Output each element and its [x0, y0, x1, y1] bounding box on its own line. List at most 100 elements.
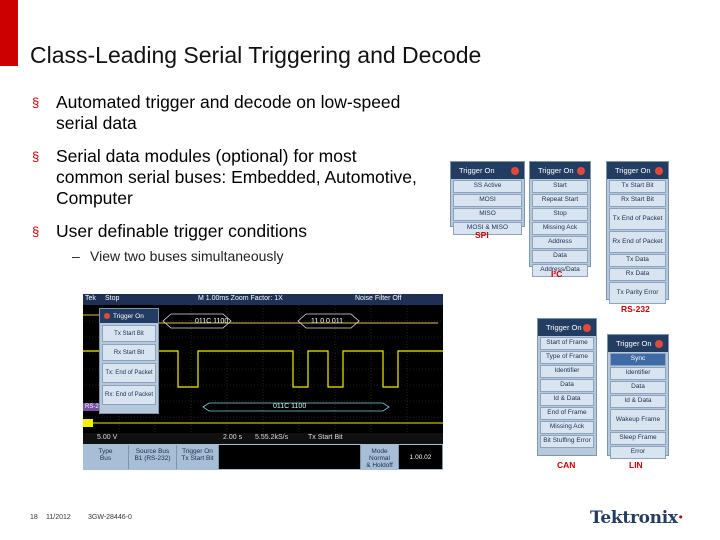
acquisition-state: Stop	[105, 295, 120, 302]
bullet-mark: §	[32, 95, 40, 110]
menu-item[interactable]: Id & Data	[610, 395, 666, 408]
decode-label: 011C 1100	[195, 318, 229, 325]
menu-item[interactable]: Identifier	[610, 367, 666, 380]
menu-item[interactable]: MOSI	[453, 194, 522, 207]
trigger-on-button[interactable]: Trigger On Tx Start Bit	[177, 445, 219, 469]
scope-brand: Tek	[85, 295, 96, 302]
menu-item[interactable]: Data	[540, 379, 594, 392]
source-bus-button[interactable]: Source Bus B1 (RS-232)	[129, 445, 177, 469]
menu-item[interactable]: Tx Parity Error	[609, 282, 666, 304]
menu-item[interactable]: Stop	[532, 208, 588, 221]
record-icon	[583, 323, 591, 332]
sample-rate: 5.55.2kS/s	[255, 434, 289, 441]
decode-label: 11 0 0 011	[311, 318, 344, 325]
bullet-mark: §	[32, 149, 40, 164]
tektronix-logo: Tektronix·	[590, 508, 684, 528]
slide-title: Class-Leading Serial Triggering and Deco…	[30, 42, 482, 68]
menu-item[interactable]: MOSI & MISO	[453, 222, 522, 235]
bullet-mark: §	[32, 224, 40, 239]
page-number: 18	[30, 514, 38, 521]
spi-trigger-menu: Trigger On SS Active MOSI MISO MOSI & MI…	[450, 161, 525, 235]
oscilloscope-screen: Tek Stop M 1.00ms Zoom Factor: 1X Noise …	[83, 294, 443, 470]
i2c-trigger-menu: Trigger On Start Repeat Start Stop Missi…	[529, 161, 591, 277]
menu-item[interactable]: Tx End of Packet	[609, 208, 666, 230]
menu-item[interactable]: Sync	[610, 353, 666, 366]
menu-item[interactable]: Sleep Frame	[610, 432, 666, 445]
menu-header: Trigger On	[538, 319, 596, 336]
menu-item[interactable]: Wakeup Frame	[610, 409, 666, 431]
channel-scale: 5.00 V	[97, 434, 118, 441]
menu-item[interactable]: Repeat Start	[532, 194, 588, 207]
menu-header: Trigger On	[608, 335, 668, 352]
menu-item[interactable]: Address/Data	[532, 264, 588, 277]
menu-item[interactable]: Bit Stuffing Error	[540, 435, 594, 448]
bullet-text: Serial data modules (optional) for most …	[56, 146, 417, 208]
menu-item[interactable]: Tx Start Bit	[609, 180, 666, 193]
menu-item[interactable]: Identifier	[540, 365, 594, 378]
record-icon	[104, 313, 110, 319]
decode-label: 011C 1100	[273, 403, 307, 410]
noise-filter-readout: Noise Filter Off	[355, 295, 402, 302]
scope-status-bar: Tek Stop M 1.00ms Zoom Factor: 1X Noise …	[83, 294, 443, 305]
menu-item[interactable]: Rx: End of Packet	[102, 385, 156, 405]
menu-item[interactable]: Rx Start Bit	[102, 344, 156, 361]
accent-bar	[0, 0, 18, 66]
rs232-label: RS-232	[621, 304, 650, 314]
sub-bullet-text: View two buses simultaneously	[90, 248, 284, 264]
bullet-item: § User definable trigger conditions	[32, 221, 422, 242]
bullet-list: § Automated trigger and decode on low-sp…	[32, 92, 422, 267]
menu-header: Trigger On	[451, 162, 524, 179]
menu-item[interactable]: Data	[610, 381, 666, 394]
scope-bottom-menu: Type Bus Source Bus B1 (RS-232) Trigger …	[83, 444, 443, 470]
can-trigger-menu: Trigger On Start of Frame Type of Frame …	[537, 318, 597, 456]
clock-readout: 1.00.02	[399, 445, 443, 469]
menu-item[interactable]: Tx Start Bit	[102, 325, 156, 342]
sub-bullet: – View two buses simultaneously	[32, 246, 422, 267]
sub-mark: –	[72, 248, 80, 264]
menu-item[interactable]: Rx Data	[609, 268, 666, 281]
zoom-readout: M 1.00ms Zoom Factor: 1X	[198, 295, 283, 302]
bullet-text: User definable trigger conditions	[56, 221, 307, 241]
record-icon	[655, 339, 663, 348]
menu-item[interactable]: Error	[610, 446, 666, 459]
record-icon	[577, 166, 585, 175]
menu-item[interactable]: Missing Ack	[532, 222, 588, 235]
menu-item[interactable]: SS Active	[453, 180, 522, 193]
menu-item[interactable]: End of Frame	[540, 407, 594, 420]
menu-item[interactable]: MISO	[453, 208, 522, 221]
spi-label: SPI	[475, 230, 489, 240]
menu-item[interactable]: Type of Frame	[540, 351, 594, 364]
can-label: CAN	[557, 460, 576, 470]
menu-item[interactable]: Rx End of Packet	[609, 231, 666, 253]
menu-item[interactable]: Id & Data	[540, 393, 594, 406]
bus-type-button[interactable]: Type Bus	[83, 445, 129, 469]
menu-header: Trigger On	[530, 162, 590, 179]
bullet-item: § Serial data modules (optional) for mos…	[32, 146, 422, 209]
record-icon	[655, 166, 663, 175]
footer-date: 11/2012	[46, 514, 71, 521]
lin-trigger-menu: Trigger On Sync Identifier Data Id & Dat…	[607, 334, 669, 459]
menu-item[interactable]: Start of Frame	[540, 337, 594, 350]
bullet-item: § Automated trigger and decode on low-sp…	[32, 92, 422, 134]
trigger-readout: Tx Start Bit	[308, 434, 343, 441]
blank-button	[219, 445, 361, 469]
scope-readout-bar: 5.00 V 2.00 s 5.55.2kS/s Tx Start Bit	[83, 433, 443, 444]
document-code: 3GW-28446-0	[88, 514, 132, 521]
menu-header: Trigger On	[100, 309, 158, 323]
menu-item[interactable]: Tx: End of Packet	[102, 363, 156, 383]
menu-item[interactable]: Tx Data	[609, 254, 666, 267]
bullet-text: Automated trigger and decode on low-spee…	[56, 92, 401, 133]
scope-trigger-menu: Trigger On Tx Start Bit Rx Start Bit Tx:…	[99, 308, 159, 414]
record-icon	[511, 166, 519, 175]
mode-button[interactable]: Mode Normal & Holdoff	[361, 445, 399, 469]
menu-item[interactable]: Address	[532, 236, 588, 249]
menu-header: Trigger On	[607, 162, 668, 179]
menu-item[interactable]: Missing Ack	[540, 421, 594, 434]
menu-item[interactable]: Rx Start Bit	[609, 194, 666, 207]
lin-label: LIN	[629, 460, 643, 470]
menu-item[interactable]: Data	[532, 250, 588, 263]
time-scale: 2.00 s	[223, 434, 243, 441]
i2c-label: I²C	[551, 269, 563, 279]
rs232-trigger-menu: Trigger On Tx Start Bit Rx Start Bit Tx …	[606, 161, 669, 304]
menu-item[interactable]: Start	[532, 180, 588, 193]
